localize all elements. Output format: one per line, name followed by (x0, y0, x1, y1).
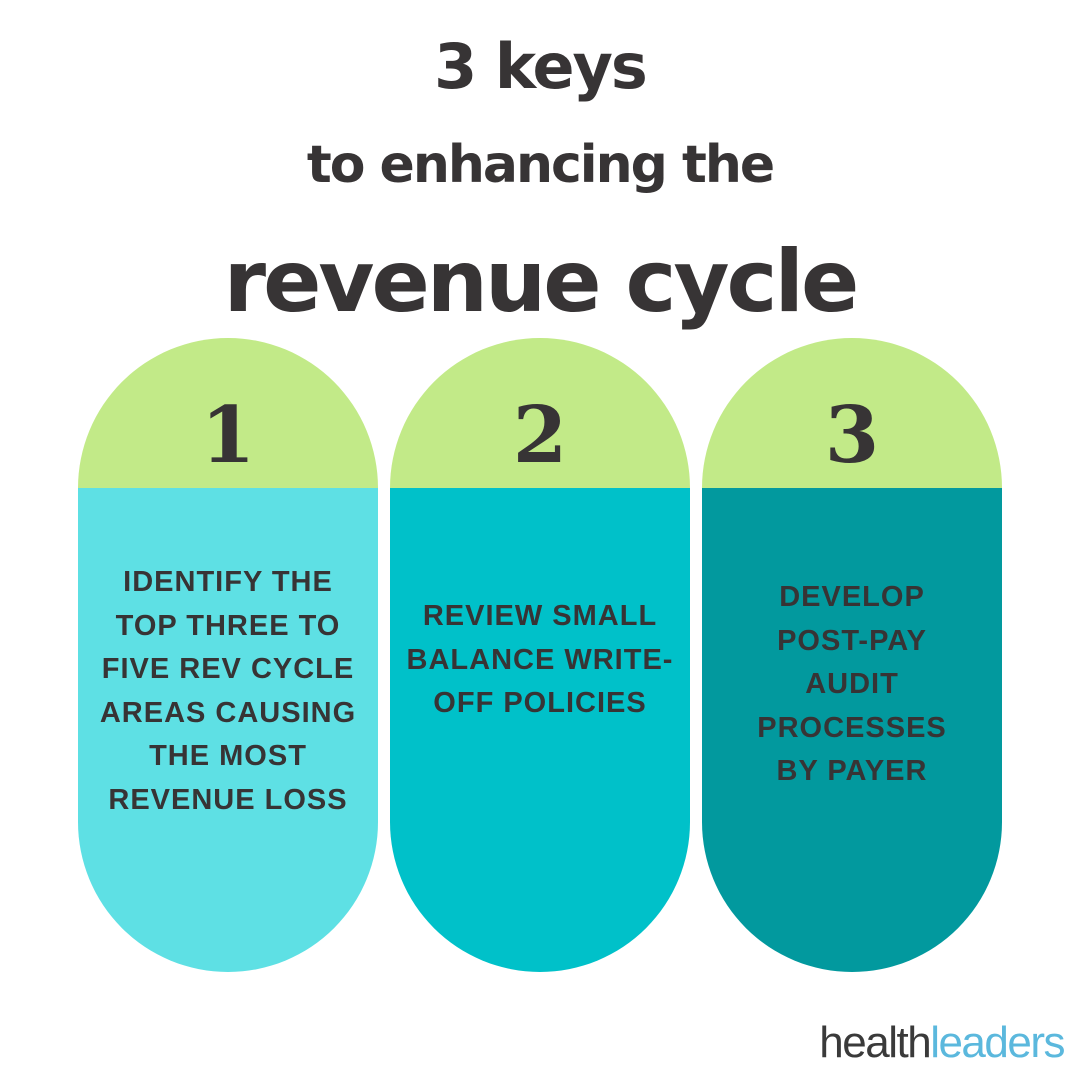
key-body: Develop post-pay audit processes by paye… (702, 488, 1002, 972)
key-cap: 3 (702, 338, 1002, 488)
title-line-3: revenue cycle (223, 232, 860, 332)
healthleaders-logo: healthleaders (819, 1018, 1065, 1068)
key-cap: 1 (78, 338, 378, 488)
key-text: Review small balance write-off policies (406, 600, 674, 719)
key-text: Identify the top three to five rev cycle… (99, 566, 357, 816)
key-number: 1 (200, 390, 256, 481)
logo-part-2: leaders (930, 1018, 1065, 1067)
key-cap: 2 (390, 338, 690, 488)
key-body: Identify the top three to five rev cycle… (78, 488, 378, 972)
key-card-2: 2 Review small balance write-off policie… (390, 338, 690, 972)
key-card-1: 1 Identify the top three to five rev cyc… (78, 338, 378, 972)
key-number: 2 (512, 390, 568, 481)
key-body: Review small balance write-off policies (390, 488, 690, 972)
key-card-3: 3 Develop post-pay audit processes by pa… (702, 338, 1002, 972)
title-line-2: to enhancing the (306, 135, 775, 195)
key-number: 3 (824, 390, 880, 481)
logo-part-1: health (819, 1018, 931, 1067)
key-text: Develop post-pay audit processes by paye… (757, 581, 947, 787)
title-line-1: 3 keys (434, 30, 648, 103)
